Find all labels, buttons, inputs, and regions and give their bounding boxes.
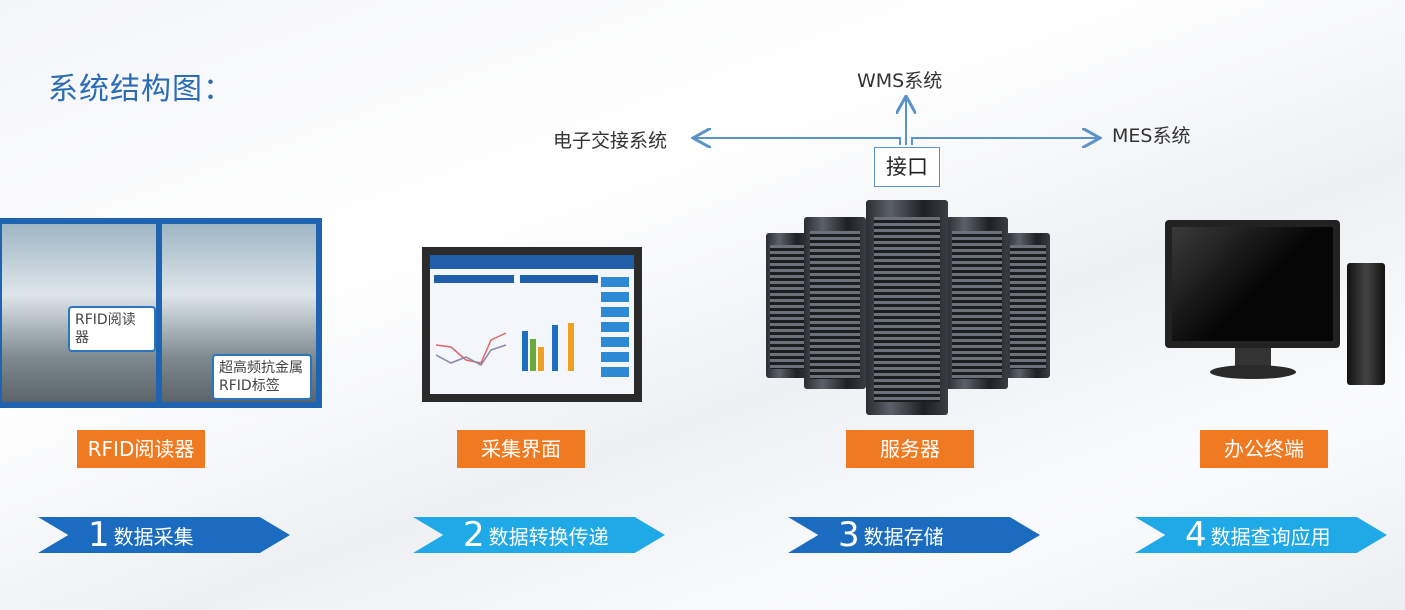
step-label: 数据查询应用: [1210, 524, 1331, 549]
step-label: 数据存储: [863, 524, 944, 549]
rfid-reader-callout: RFID阅读器: [68, 306, 156, 352]
step-number: 3: [838, 515, 860, 555]
rfid-reader-label: RFID阅读器: [77, 430, 205, 468]
tag-photo: 超高频抗金属RFID标签: [162, 224, 316, 402]
collection-ui-label: 采集界面: [457, 430, 585, 468]
interface-connectors: [690, 95, 1110, 155]
page-title: 系统结构图：: [48, 72, 234, 107]
step-number: 1: [88, 515, 110, 555]
office-terminal: [1165, 215, 1390, 390]
e-handover-system-label: 电子交接系统: [553, 130, 668, 152]
rfid-photo: RFID阅读器 超高频抗金属RFID标签: [0, 218, 322, 408]
step-label: 数据转换传递: [488, 524, 609, 549]
office-terminal-label: 办公终端: [1200, 430, 1328, 468]
mes-system-label: MES系统: [1112, 125, 1191, 147]
step-number: 2: [463, 515, 485, 555]
collection-ui-screenshot: [422, 247, 642, 402]
step-number: 4: [1185, 515, 1207, 555]
reader-photo: RFID阅读器: [2, 224, 156, 402]
server-label: 服务器: [846, 430, 974, 468]
server-racks: [760, 195, 1060, 420]
wms-system-label: WMS系统: [857, 70, 943, 92]
step-label: 数据采集: [113, 524, 194, 549]
interface-box: 接口: [874, 147, 940, 187]
rfid-tag-callout: 超高频抗金属RFID标签: [212, 354, 312, 400]
